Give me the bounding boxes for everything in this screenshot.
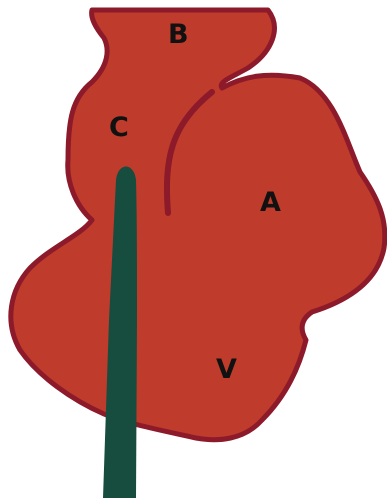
label-v: V xyxy=(216,354,237,385)
label-b: B xyxy=(168,19,189,50)
label-a: A xyxy=(260,187,281,218)
organ-body xyxy=(11,10,385,440)
label-c: C xyxy=(109,112,129,143)
